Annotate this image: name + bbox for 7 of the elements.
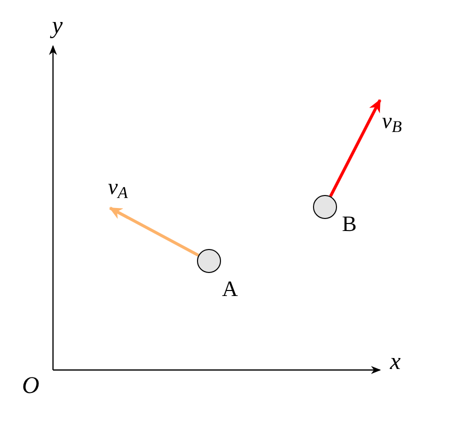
point-label: A: [222, 278, 238, 300]
velocity-arrow: [329, 99, 382, 198]
axis-label: x: [390, 350, 401, 374]
point-label: B: [342, 213, 357, 235]
axis-label: y: [52, 14, 63, 38]
velocity-arrow: [109, 206, 200, 257]
axis-label: O: [22, 374, 40, 398]
